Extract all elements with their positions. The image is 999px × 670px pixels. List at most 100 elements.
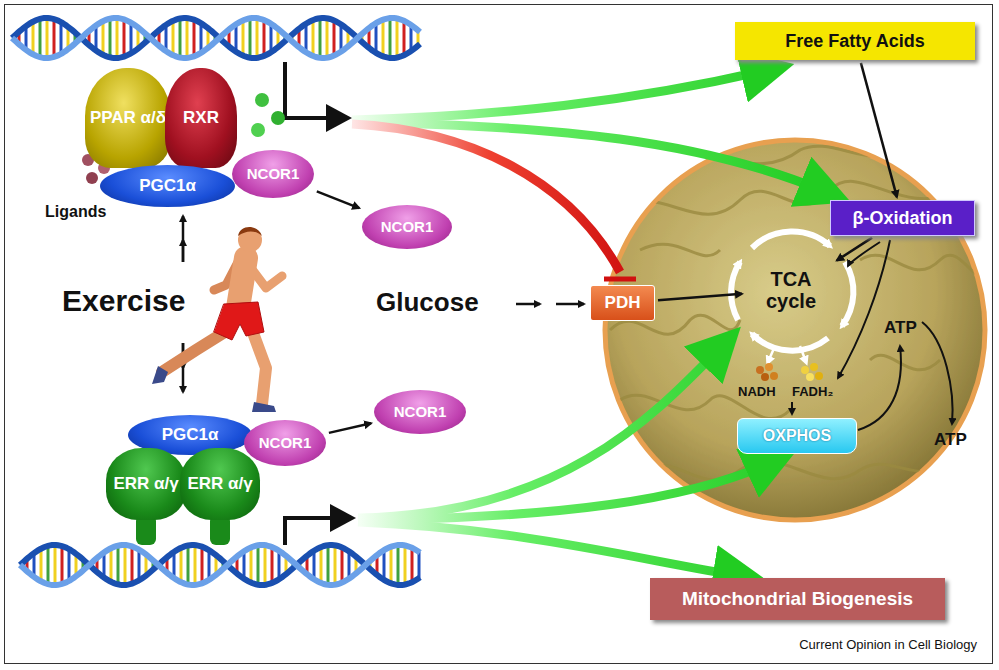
- node-text: RXR: [183, 108, 219, 127]
- ligand-dots: [251, 93, 285, 137]
- text-label: ATP: [934, 430, 967, 450]
- drawing-line: [403, 21, 406, 55]
- node-text: NCOR1: [381, 219, 434, 236]
- drawing-line: [172, 21, 175, 55]
- drawing-line: [312, 20, 315, 56]
- node-text: Free Fatty Acids: [785, 31, 924, 51]
- node-text: PGC1α: [139, 176, 196, 195]
- drawing-line: [263, 20, 266, 56]
- protein-ncor1: NCOR1: [374, 390, 466, 434]
- drawing-path: [152, 366, 168, 384]
- drawing-circle: [815, 372, 823, 380]
- mitochondrion: [605, 140, 985, 520]
- drawing-circle: [801, 366, 809, 374]
- drawing-path: [20, 545, 420, 585]
- drawing-line: [375, 23, 378, 53]
- node-text: NCOR1: [394, 404, 447, 421]
- drawing-line: [404, 545, 407, 584]
- drawing-path: [358, 522, 740, 576]
- arrow-head: [326, 104, 352, 132]
- drawing-path: [352, 70, 768, 120]
- process-box: β-Oxidation: [830, 200, 975, 236]
- drawing-line: [201, 547, 204, 584]
- drawing-line: [333, 20, 336, 55]
- connector-arrow: [317, 191, 359, 208]
- drawing-path: [604, 277, 636, 282]
- drawing-line: [138, 550, 141, 581]
- drawing-line: [250, 547, 253, 582]
- drawing-line: [397, 545, 400, 585]
- node-text: PPAR α/δ: [90, 108, 166, 127]
- drawing-line: [117, 546, 120, 585]
- text-label: NADH: [738, 384, 776, 399]
- activation-arrows: [352, 70, 826, 576]
- drawing-line: [54, 545, 57, 585]
- electron-arrow: [791, 402, 793, 414]
- electron-carriers: [756, 363, 823, 381]
- protein-ppar: PPAR α/δ: [85, 68, 171, 168]
- drawing-line: [390, 547, 393, 584]
- drawing-path: [12, 18, 420, 58]
- drawing-circle: [605, 140, 985, 520]
- drawing-path: [238, 227, 262, 236]
- text-label: Exercise: [62, 284, 185, 318]
- drawing-line: [47, 546, 50, 584]
- drawing-circle: [756, 366, 764, 374]
- drawing-path: [640, 244, 720, 256]
- drawing-line: [326, 18, 329, 57]
- drawing-path: [768, 346, 775, 362]
- protein-err: ERR α/γ: [180, 448, 259, 520]
- glucose-arrow: [516, 303, 540, 306]
- complex-box: OXPHOS: [737, 418, 857, 454]
- process-box: Mitochondrial Biogenesis: [650, 578, 945, 620]
- drawing-line: [40, 549, 43, 582]
- drawing-line: [319, 18, 322, 58]
- node-text: PDH: [605, 293, 641, 312]
- drawing-path: [800, 346, 806, 362]
- node-text: ERR α/γ: [113, 474, 178, 493]
- drawing-line: [116, 18, 119, 58]
- drawing-line: [334, 545, 337, 584]
- drawing-path: [252, 402, 276, 412]
- protein-ncor1: NCOR1: [232, 150, 314, 198]
- drawing-path: [12, 18, 420, 58]
- drawing-line: [180, 548, 183, 582]
- cycle-node: TCA cycle: [745, 262, 837, 318]
- drawing-circle: [810, 363, 818, 371]
- protein-pgc1a: PGC1α: [100, 165, 235, 207]
- drawing-line: [411, 548, 414, 582]
- drawing-path: [640, 460, 950, 480]
- drawing-line: [382, 20, 385, 57]
- protein-ncor1: NCOR1: [362, 205, 452, 249]
- text-label: Ligands: [45, 203, 106, 221]
- drawing-line: [187, 545, 190, 584]
- drawing-line: [256, 18, 259, 58]
- drawing-line: [242, 20, 245, 55]
- drawing-path: [842, 262, 853, 326]
- drawing-path: [238, 258, 246, 308]
- beta-oxidation-arrow: [838, 240, 890, 378]
- drawing-line: [61, 546, 64, 584]
- node-text: PGC1α: [162, 425, 219, 444]
- drawing-path: [182, 240, 185, 262]
- drawing-circle: [251, 123, 265, 137]
- text-label: Glucose: [376, 287, 479, 318]
- beta-oxidation-arrow: [848, 242, 880, 266]
- arrow-head: [330, 504, 356, 532]
- drawing-circle: [238, 228, 262, 252]
- drawing-line: [32, 22, 35, 55]
- connector-arrow: [861, 63, 897, 197]
- drawing-path: [752, 334, 828, 351]
- drawing-circle: [255, 93, 269, 107]
- tca-ring: [731, 232, 853, 351]
- drawing-path: [358, 462, 772, 520]
- enzyme-box: PDH: [590, 285, 655, 321]
- drawing-path: [162, 330, 228, 372]
- atp-export-arrow: [922, 322, 953, 424]
- drawing-line: [179, 18, 182, 57]
- node-text: NCOR1: [247, 166, 300, 183]
- atp-arrow: [858, 346, 901, 430]
- drawing-line: [60, 22, 63, 54]
- drawing-line: [53, 19, 56, 57]
- runner-figure: [152, 227, 282, 412]
